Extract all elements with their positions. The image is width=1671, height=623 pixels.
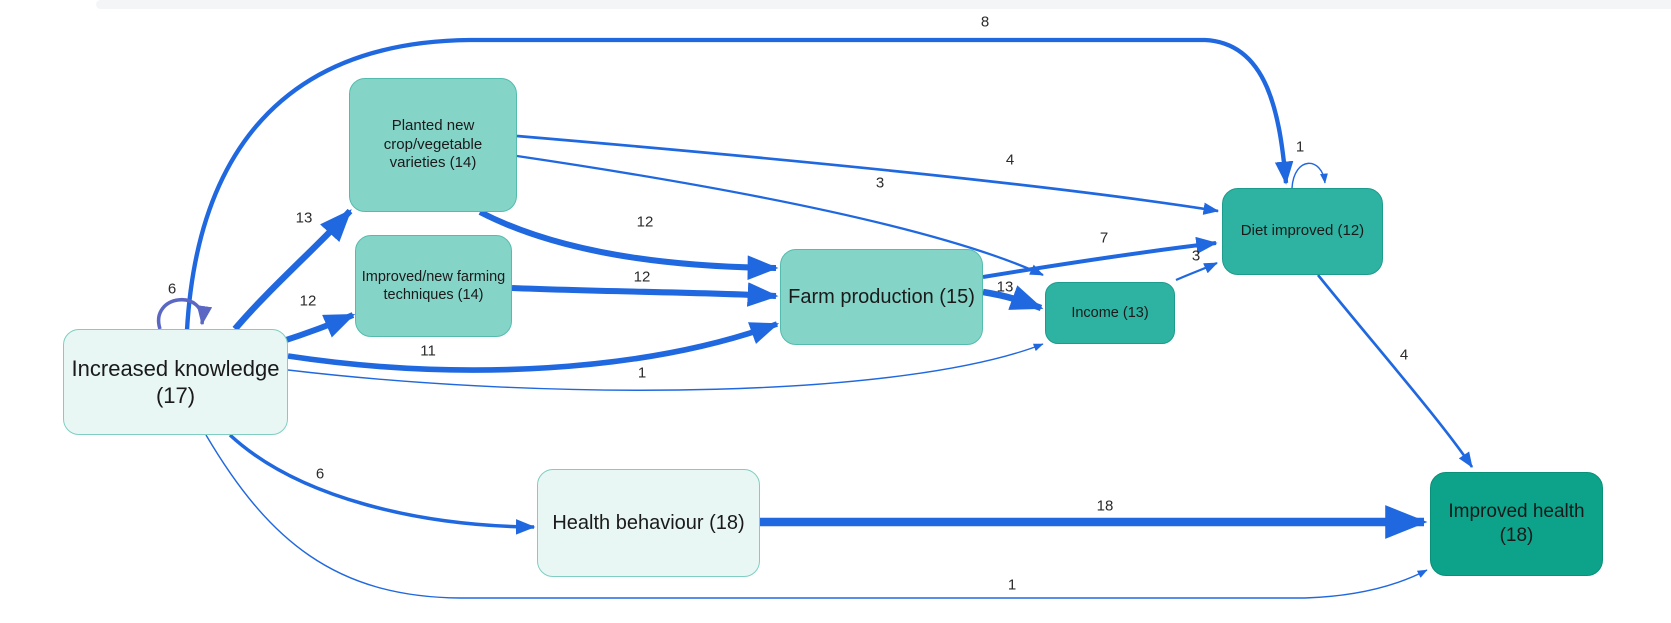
edge-weight-label: 12 xyxy=(299,292,317,310)
edge-weight-label: 13 xyxy=(996,278,1014,296)
node-label: Diet improved (12) xyxy=(1240,222,1365,240)
edge-weight-label: 12 xyxy=(633,268,651,286)
edge-knowledge-self-loop[interactable] xyxy=(156,298,213,330)
edge-weight-label: 1 xyxy=(1007,576,1017,594)
edge-techniques-farm[interactable] xyxy=(511,282,779,307)
edge-knowledge-health[interactable] xyxy=(228,433,536,535)
edge-weight-label: 1 xyxy=(1295,138,1305,156)
edge-weight-label: 1 xyxy=(637,364,647,382)
edge-diet-self-loop[interactable] xyxy=(1291,162,1328,189)
edge-diet-improved-health[interactable] xyxy=(1316,274,1474,468)
node-label: Planted new crop/vegetable varieties (14… xyxy=(383,116,483,172)
node-farm-production[interactable]: Farm production (15) xyxy=(780,249,983,345)
edge-weight-label: 11 xyxy=(420,342,436,360)
edge-knowledge-farm[interactable] xyxy=(287,321,780,373)
node-label: Improved/new farming techniques (14) xyxy=(361,268,506,303)
edge-knowledge-income[interactable] xyxy=(287,343,1044,391)
node-label: Increased knowledge (17) xyxy=(71,355,280,409)
node-label: Health behaviour (18) xyxy=(552,511,745,534)
node-increased-knowledge[interactable]: Increased knowledge (17) xyxy=(63,329,288,435)
node-income[interactable]: Income (13) xyxy=(1045,282,1175,344)
edge-farm-diet[interactable] xyxy=(982,236,1218,279)
edge-planted-diet[interactable] xyxy=(516,134,1220,215)
edge-weight-label: 7 xyxy=(1099,229,1109,247)
node-farming-techniques[interactable]: Improved/new farming techniques (14) xyxy=(355,235,512,337)
edge-knowledge-techniques[interactable] xyxy=(279,312,356,345)
node-diet-improved[interactable]: Diet improved (12) xyxy=(1222,188,1383,275)
node-health-behaviour[interactable]: Health behaviour (18) xyxy=(537,469,760,577)
edge-weight-label: 6 xyxy=(167,280,177,298)
node-label: Farm production (15) xyxy=(788,285,975,308)
edge-weight-label: 12 xyxy=(636,213,654,231)
edge-weight-label: 6 xyxy=(315,465,325,483)
edge-income-diet[interactable] xyxy=(1175,261,1218,282)
edge-weight-label: 13 xyxy=(295,209,313,227)
edge-knowledge-planted[interactable] xyxy=(232,208,353,332)
edge-knowledge-diet[interactable] xyxy=(184,37,1294,331)
edge-weight-label: 3 xyxy=(1191,247,1201,265)
edge-farm-income[interactable] xyxy=(982,285,1044,312)
node-label: Improved health (18) xyxy=(1448,501,1585,546)
edge-weight-label: 3 xyxy=(875,174,885,192)
panel-top-edge xyxy=(96,0,1671,9)
node-planted-new-varieties[interactable]: Planted new crop/vegetable varieties (14… xyxy=(349,78,517,212)
edge-planted-farm[interactable] xyxy=(478,209,779,281)
edge-weight-label: 4 xyxy=(1005,151,1015,169)
edge-weight-label: 8 xyxy=(980,13,990,31)
edge-weight-label: 4 xyxy=(1399,346,1409,364)
edge-knowledge-improved[interactable] xyxy=(205,434,1428,599)
node-label: Income (13) xyxy=(1071,304,1149,321)
edge-planted-income[interactable] xyxy=(516,154,1044,277)
edge-weight-label: 18 xyxy=(1096,497,1114,515)
node-improved-health[interactable]: Improved health (18) xyxy=(1430,472,1603,576)
